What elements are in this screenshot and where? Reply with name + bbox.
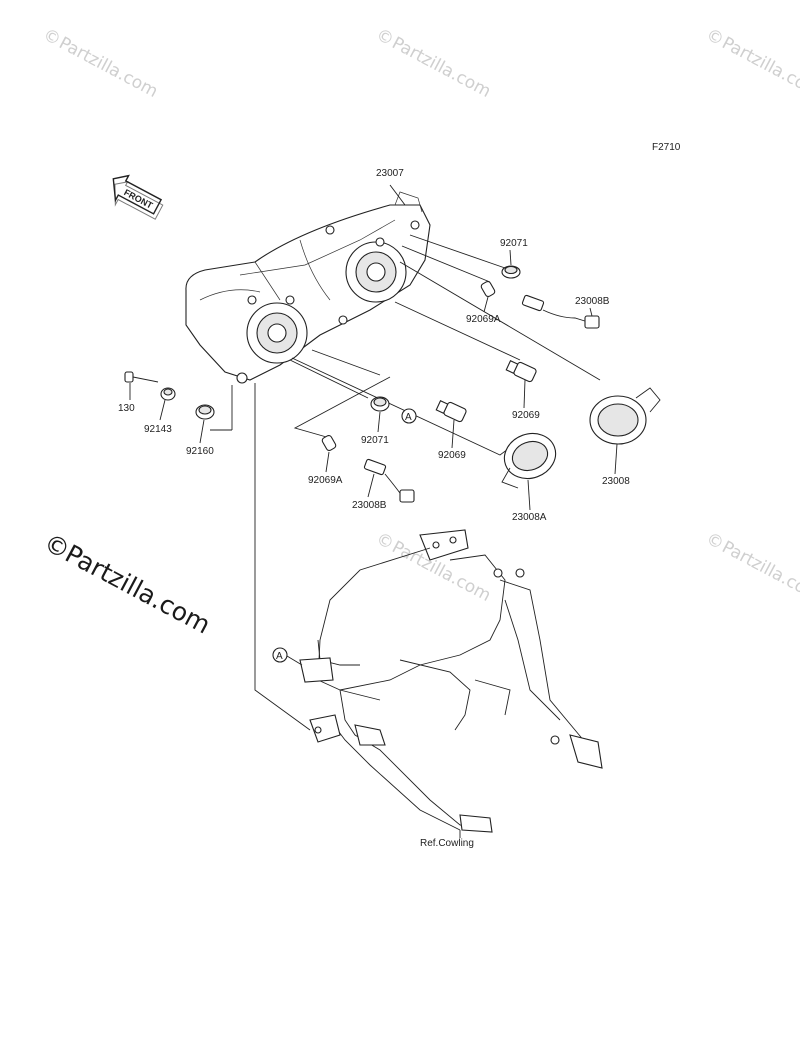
label-23008a: 23008A (512, 512, 547, 523)
label-23008b-mid: 23008B (352, 500, 387, 511)
headlight-assembly (185, 191, 431, 384)
bolt-130 (124, 371, 159, 383)
callout-a-mid: A (401, 408, 417, 424)
watermark-group: © Partzilla.com © Partzilla.com © Partzi… (39, 25, 800, 640)
watermark-text: Partzilla.com (56, 33, 161, 102)
grommet-top (501, 265, 521, 279)
bulb-small-top (480, 280, 496, 298)
watermark-text: Partzilla.com (719, 537, 800, 606)
label-92069-mid: 92069 (512, 410, 540, 421)
front-arrow-icon: FRONT (112, 174, 164, 220)
bulb-mid-right (505, 360, 537, 383)
figure-code: F2710 (652, 142, 681, 153)
label-23008b-top: 23008B (575, 296, 610, 307)
label-92143: 92143 (144, 424, 172, 435)
label-92071-mid: 92071 (361, 435, 389, 446)
label-leaders (129, 249, 618, 511)
callout-a-frame-label: A (276, 651, 283, 662)
grommet-mid (370, 396, 390, 412)
label-23007: 23007 (376, 168, 404, 179)
label-92069a-top: 92069A (466, 314, 501, 325)
watermark-text: Partzilla.com (719, 33, 800, 102)
collar-92143 (160, 387, 176, 401)
label-130: 130 (118, 403, 135, 414)
watermark-text-large: Partzilla.com (60, 539, 215, 640)
callout-a-frame: A (272, 647, 303, 666)
socket-wire-mid (363, 458, 415, 503)
bulb-low (435, 400, 467, 423)
label-ref-cowling: Ref.Cowling (420, 838, 474, 849)
damper-92160 (195, 404, 215, 420)
cap-a (501, 432, 557, 489)
callout-a-label: A (405, 412, 412, 423)
label-92160: 92160 (186, 446, 214, 457)
watermark-text: Partzilla.com (389, 33, 494, 102)
bracket-frame (299, 529, 603, 833)
bulb-small-mid (321, 434, 337, 452)
label-92069-low: 92069 (438, 450, 466, 461)
label-23008: 23008 (602, 476, 630, 487)
label-92071-top: 92071 (500, 238, 528, 249)
cap-right (589, 387, 661, 445)
socket-wire-top (521, 294, 600, 329)
label-92069a-mid: 92069A (308, 475, 343, 486)
